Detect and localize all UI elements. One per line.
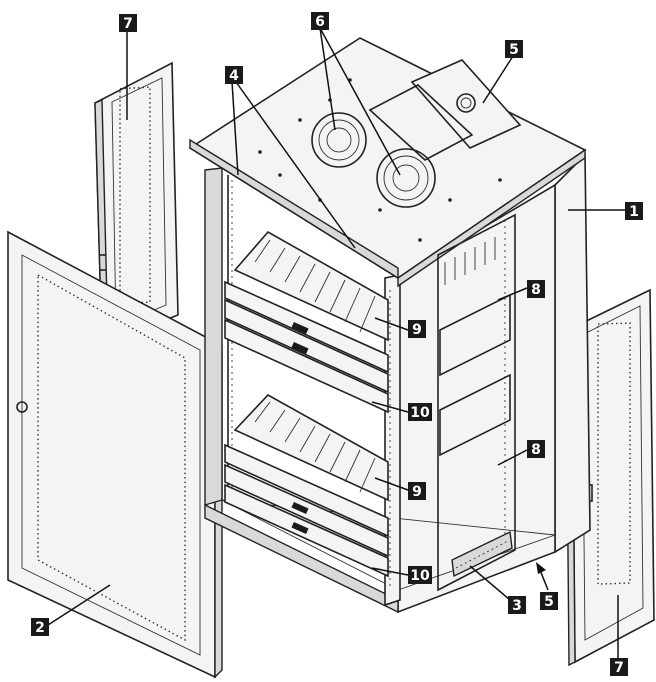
callout-1-label: 1 (629, 204, 639, 220)
leader-lines (47, 27, 625, 663)
callout-8-bottom-label: 8 (531, 442, 541, 458)
lower-drawers (224, 443, 389, 578)
callout-2-label: 2 (35, 620, 45, 636)
callout-1: 1 (625, 202, 643, 220)
callout-6: 6 (311, 12, 329, 30)
upper-shelf (233, 230, 389, 342)
callout-4-label: 4 (229, 68, 239, 84)
callout-10-bottom: 10 (408, 566, 432, 584)
callout-3: 3 (508, 596, 526, 614)
callout-10-top: 10 (408, 403, 432, 421)
callout-5-bottom-label: 5 (544, 594, 554, 610)
callout-8-top-label: 8 (531, 282, 541, 298)
callout-7-right: 7 (610, 658, 628, 676)
callout-10-bottom-label: 10 (410, 568, 430, 584)
bottom-rail (451, 530, 513, 578)
callout-9-bottom: 9 (408, 482, 426, 500)
callout-7-right-label: 7 (614, 660, 624, 676)
callout-9-top: 9 (408, 320, 426, 338)
callout-8-bottom: 8 (527, 440, 545, 458)
callout-7-left: 7 (119, 14, 137, 32)
callout-3-label: 3 (512, 598, 522, 614)
left-side-panel (94, 61, 179, 347)
callout-4: 4 (225, 66, 243, 84)
front-door (7, 230, 223, 679)
callout-2: 2 (31, 618, 49, 636)
callout-9-bottom-label: 9 (412, 484, 422, 500)
callout-6-label: 6 (315, 14, 325, 30)
callout-5-top: 5 (505, 40, 523, 58)
interior-side-rack (437, 213, 516, 592)
upper-drawers (224, 280, 389, 414)
callout-8-top: 8 (527, 280, 545, 298)
callout-5-top-label: 5 (509, 42, 519, 58)
callout-10-top-label: 10 (410, 405, 430, 421)
callout-5-bottom: 5 (540, 592, 558, 610)
lower-shelf (233, 393, 389, 502)
callout-9-top-label: 9 (412, 322, 422, 338)
callout-7-left-label: 7 (123, 16, 133, 32)
